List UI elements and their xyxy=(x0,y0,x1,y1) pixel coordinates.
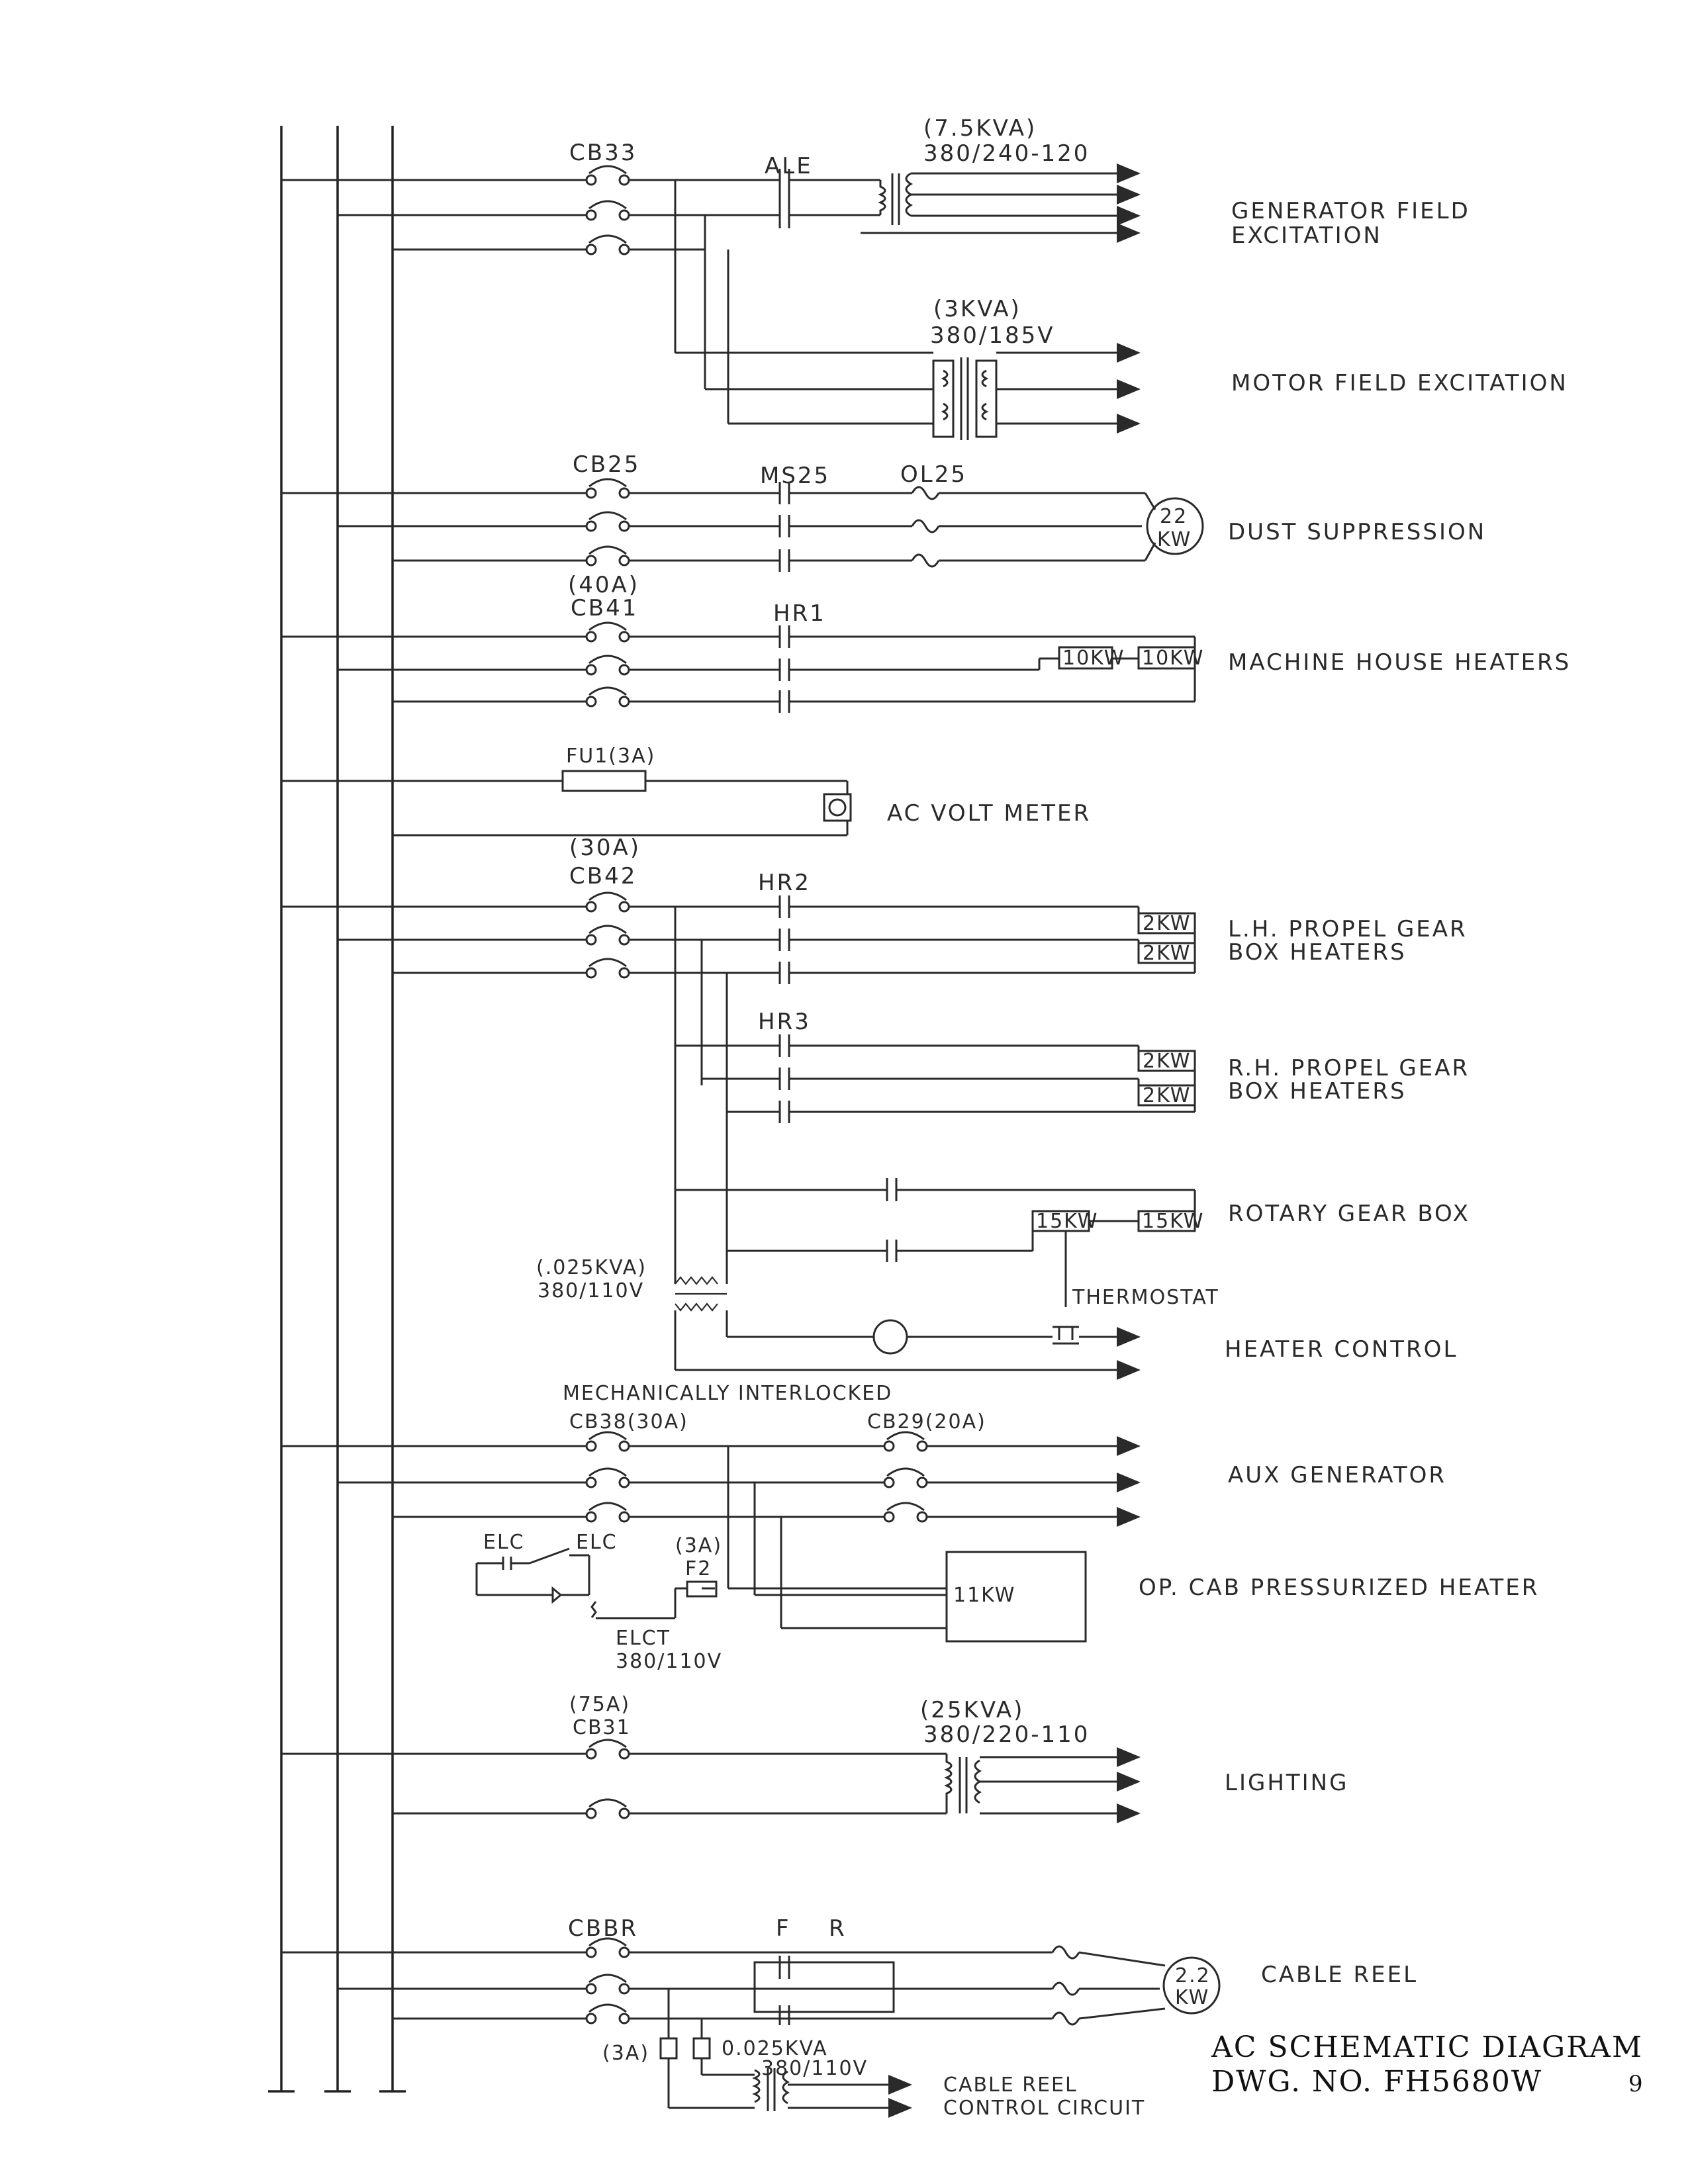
dust-motor-kw: 22 xyxy=(1160,505,1188,528)
lighting-xfmr-rating: (25KVA) xyxy=(920,1697,1024,1723)
gen-field-label-1: GENERATOR FIELD xyxy=(1231,198,1470,224)
fwd-label: F xyxy=(776,1915,791,1942)
machine-heaters-circuit: 10KW 10KW CB41 HR1 MACHINE HOUSE HEATERS xyxy=(281,595,1571,713)
cb31-label: CB31 xyxy=(573,1716,631,1739)
cb42-rating: (30A) xyxy=(569,835,641,861)
cbbr-label: CBBR xyxy=(568,1915,638,1942)
motor-field-label: MOTOR FIELD EXCITATION xyxy=(1231,370,1568,396)
elc-label-1: ELC xyxy=(483,1531,525,1554)
aux-generator-label: AUX GENERATOR xyxy=(1228,1462,1446,1488)
rev-label: R xyxy=(829,1915,847,1942)
lh-heater-2: 2KW xyxy=(1143,942,1191,965)
aux-generator-circuit: MECHANICALLY INTERLOCKED CB38(30A) CB29(… xyxy=(281,1382,1446,1527)
lighting-circuit: (75A) CB31 (25KVA) 380/220-110 LIGHTING xyxy=(281,1693,1348,1823)
cr-ctrl-label-1: CABLE REEL xyxy=(943,2073,1078,2097)
main-bus-lines xyxy=(268,126,406,2093)
thermostat-label: THERMOSTAT xyxy=(1072,1286,1219,1309)
motor-field-circuit: (3KVA) 380/185V MOTOR FIELD EXCITATION xyxy=(674,180,1568,440)
motor-xfmr-voltage: 380/185V xyxy=(930,322,1055,349)
ms25-label: MS25 xyxy=(760,463,830,489)
gen-xfmr-rating: (7.5KVA) xyxy=(923,115,1037,142)
heater-control-label: HEATER CONTROL xyxy=(1225,1336,1458,1363)
cb42-label: CB42 xyxy=(569,863,637,889)
ale-label: ALE xyxy=(765,153,813,179)
cr-ctrl-label-2: CONTROL CIRCUIT xyxy=(943,2097,1145,2120)
cb31-rating: (75A) xyxy=(569,1693,630,1716)
page-number: 9 xyxy=(1628,2071,1643,2097)
hr2-label: HR2 xyxy=(758,870,811,896)
drawing-number: DWG. NO. FH5680W xyxy=(1211,2065,1542,2099)
gen-field-label-2: EXCITATION xyxy=(1231,222,1382,249)
op-cab-heater-kw: 11KW xyxy=(953,1584,1015,1607)
cable-reel-label: CABLE REEL xyxy=(1261,1962,1418,1988)
cable-reel-circuit: 2.2 KW CBBR F R (3A) 0.025KVA 380/110V C… xyxy=(281,1915,1418,2120)
elct-label: ELCT xyxy=(616,1627,671,1650)
cb33-label: CB33 xyxy=(569,140,637,166)
rotary-heater-2: 15KW xyxy=(1142,1210,1204,1233)
cr-motor-unit: KW xyxy=(1175,1986,1209,2009)
volt-meter-circuit: FU1(3A) AC VOLT METER xyxy=(281,745,1091,837)
hr3-label: HR3 xyxy=(758,1009,811,1035)
rh-propel-label-1: R.H. PROPEL GEAR xyxy=(1228,1055,1470,1081)
dust-motor-unit: KW xyxy=(1157,528,1192,551)
volt-meter-label: AC VOLT METER xyxy=(887,800,1091,827)
rotary-gear-circuit: 15KW 15KW ROTARY GEAR BOX xyxy=(675,1178,1470,1307)
rh-propel-label-2: BOX HEATERS xyxy=(1228,1078,1407,1105)
mh-heater-1: 10KW xyxy=(1062,647,1125,670)
lh-propel-label-2: BOX HEATERS xyxy=(1228,939,1407,966)
cb38-label: CB38(30A) xyxy=(569,1410,688,1433)
ol25-label: OL25 xyxy=(900,461,967,488)
hr1-label: HR1 xyxy=(773,600,826,627)
lh-heater-1: 2KW xyxy=(1143,912,1191,935)
rotary-gear-label: ROTARY GEAR BOX xyxy=(1228,1201,1470,1227)
rh-heater-1: 2KW xyxy=(1143,1050,1191,1073)
op-cab-heater-label: OP. CAB PRESSURIZED HEATER xyxy=(1139,1574,1539,1601)
dust-suppression-circuit: 22 KW CB25 MS25 OL25 (40A) DUST SUPPRESS… xyxy=(281,451,1486,598)
dust-suppression-label: DUST SUPPRESSION xyxy=(1228,519,1486,545)
mh-heater-2: 10KW xyxy=(1142,647,1204,670)
cr-xfmr-voltage: 380/110V xyxy=(761,2057,868,2080)
gen-xfmr-voltage: 380/240-120 xyxy=(923,140,1090,167)
f2-rating: (3A) xyxy=(675,1534,722,1557)
cb41-label: CB41 xyxy=(571,595,638,621)
cb25-rating: (40A) xyxy=(568,572,639,598)
fu1-label: FU1(3A) xyxy=(566,745,655,768)
cb25-label: CB25 xyxy=(573,451,640,478)
rh-propel-circuit: 2KW 2KW HR3 R.H. PROPEL GEAR BOX HEATERS xyxy=(674,907,1470,1284)
cr-fuse-rating: (3A) xyxy=(602,2042,649,2065)
lh-propel-label-1: L.H. PROPEL GEAR xyxy=(1228,916,1468,942)
lighting-xfmr-voltage: 380/220-110 xyxy=(923,1721,1090,1748)
elc-label-2: ELC xyxy=(576,1531,618,1554)
drawing-title: AC SCHEMATIC DIAGRAM xyxy=(1211,2030,1643,2064)
hc-xfmr-rating: (.025KVA) xyxy=(536,1256,647,1279)
interlock-note: MECHANICALLY INTERLOCKED xyxy=(563,1382,892,1405)
rotary-heater-1: 15KW xyxy=(1036,1210,1098,1233)
motor-xfmr-rating: (3KVA) xyxy=(933,296,1021,322)
cr-motor-kw: 2.2 xyxy=(1175,1964,1211,1987)
lh-propel-circuit: 2KW 2KW (30A) CB42 HR2 L.H. PROPEL GEAR … xyxy=(281,835,1468,984)
gen-field-circuit: CB33 ALE (7.5KVA) 380/240-120 GENERATOR … xyxy=(281,115,1470,255)
heater-control-circuit: (.025KVA) 380/110V THERMOSTAT HEATER CON… xyxy=(536,1256,1458,1380)
cb29-label: CB29(20A) xyxy=(867,1410,986,1433)
op-cab-heater-circuit: 11KW ELC ELC (3A) F2 ELCT 380/110V OP. C… xyxy=(475,1446,1539,1673)
f2-label: F2 xyxy=(685,1557,712,1580)
elct-voltage: 380/110V xyxy=(616,1650,722,1673)
title-block: AC SCHEMATIC DIAGRAM DWG. NO. FH5680W 9 xyxy=(1211,2030,1643,2099)
machine-heaters-label: MACHINE HOUSE HEATERS xyxy=(1228,649,1571,676)
lighting-label: LIGHTING xyxy=(1225,1770,1348,1796)
hc-xfmr-voltage: 380/110V xyxy=(538,1279,644,1302)
cr-xfmr-rating: 0.025KVA xyxy=(722,2037,828,2060)
rh-heater-2: 2KW xyxy=(1143,1084,1191,1107)
